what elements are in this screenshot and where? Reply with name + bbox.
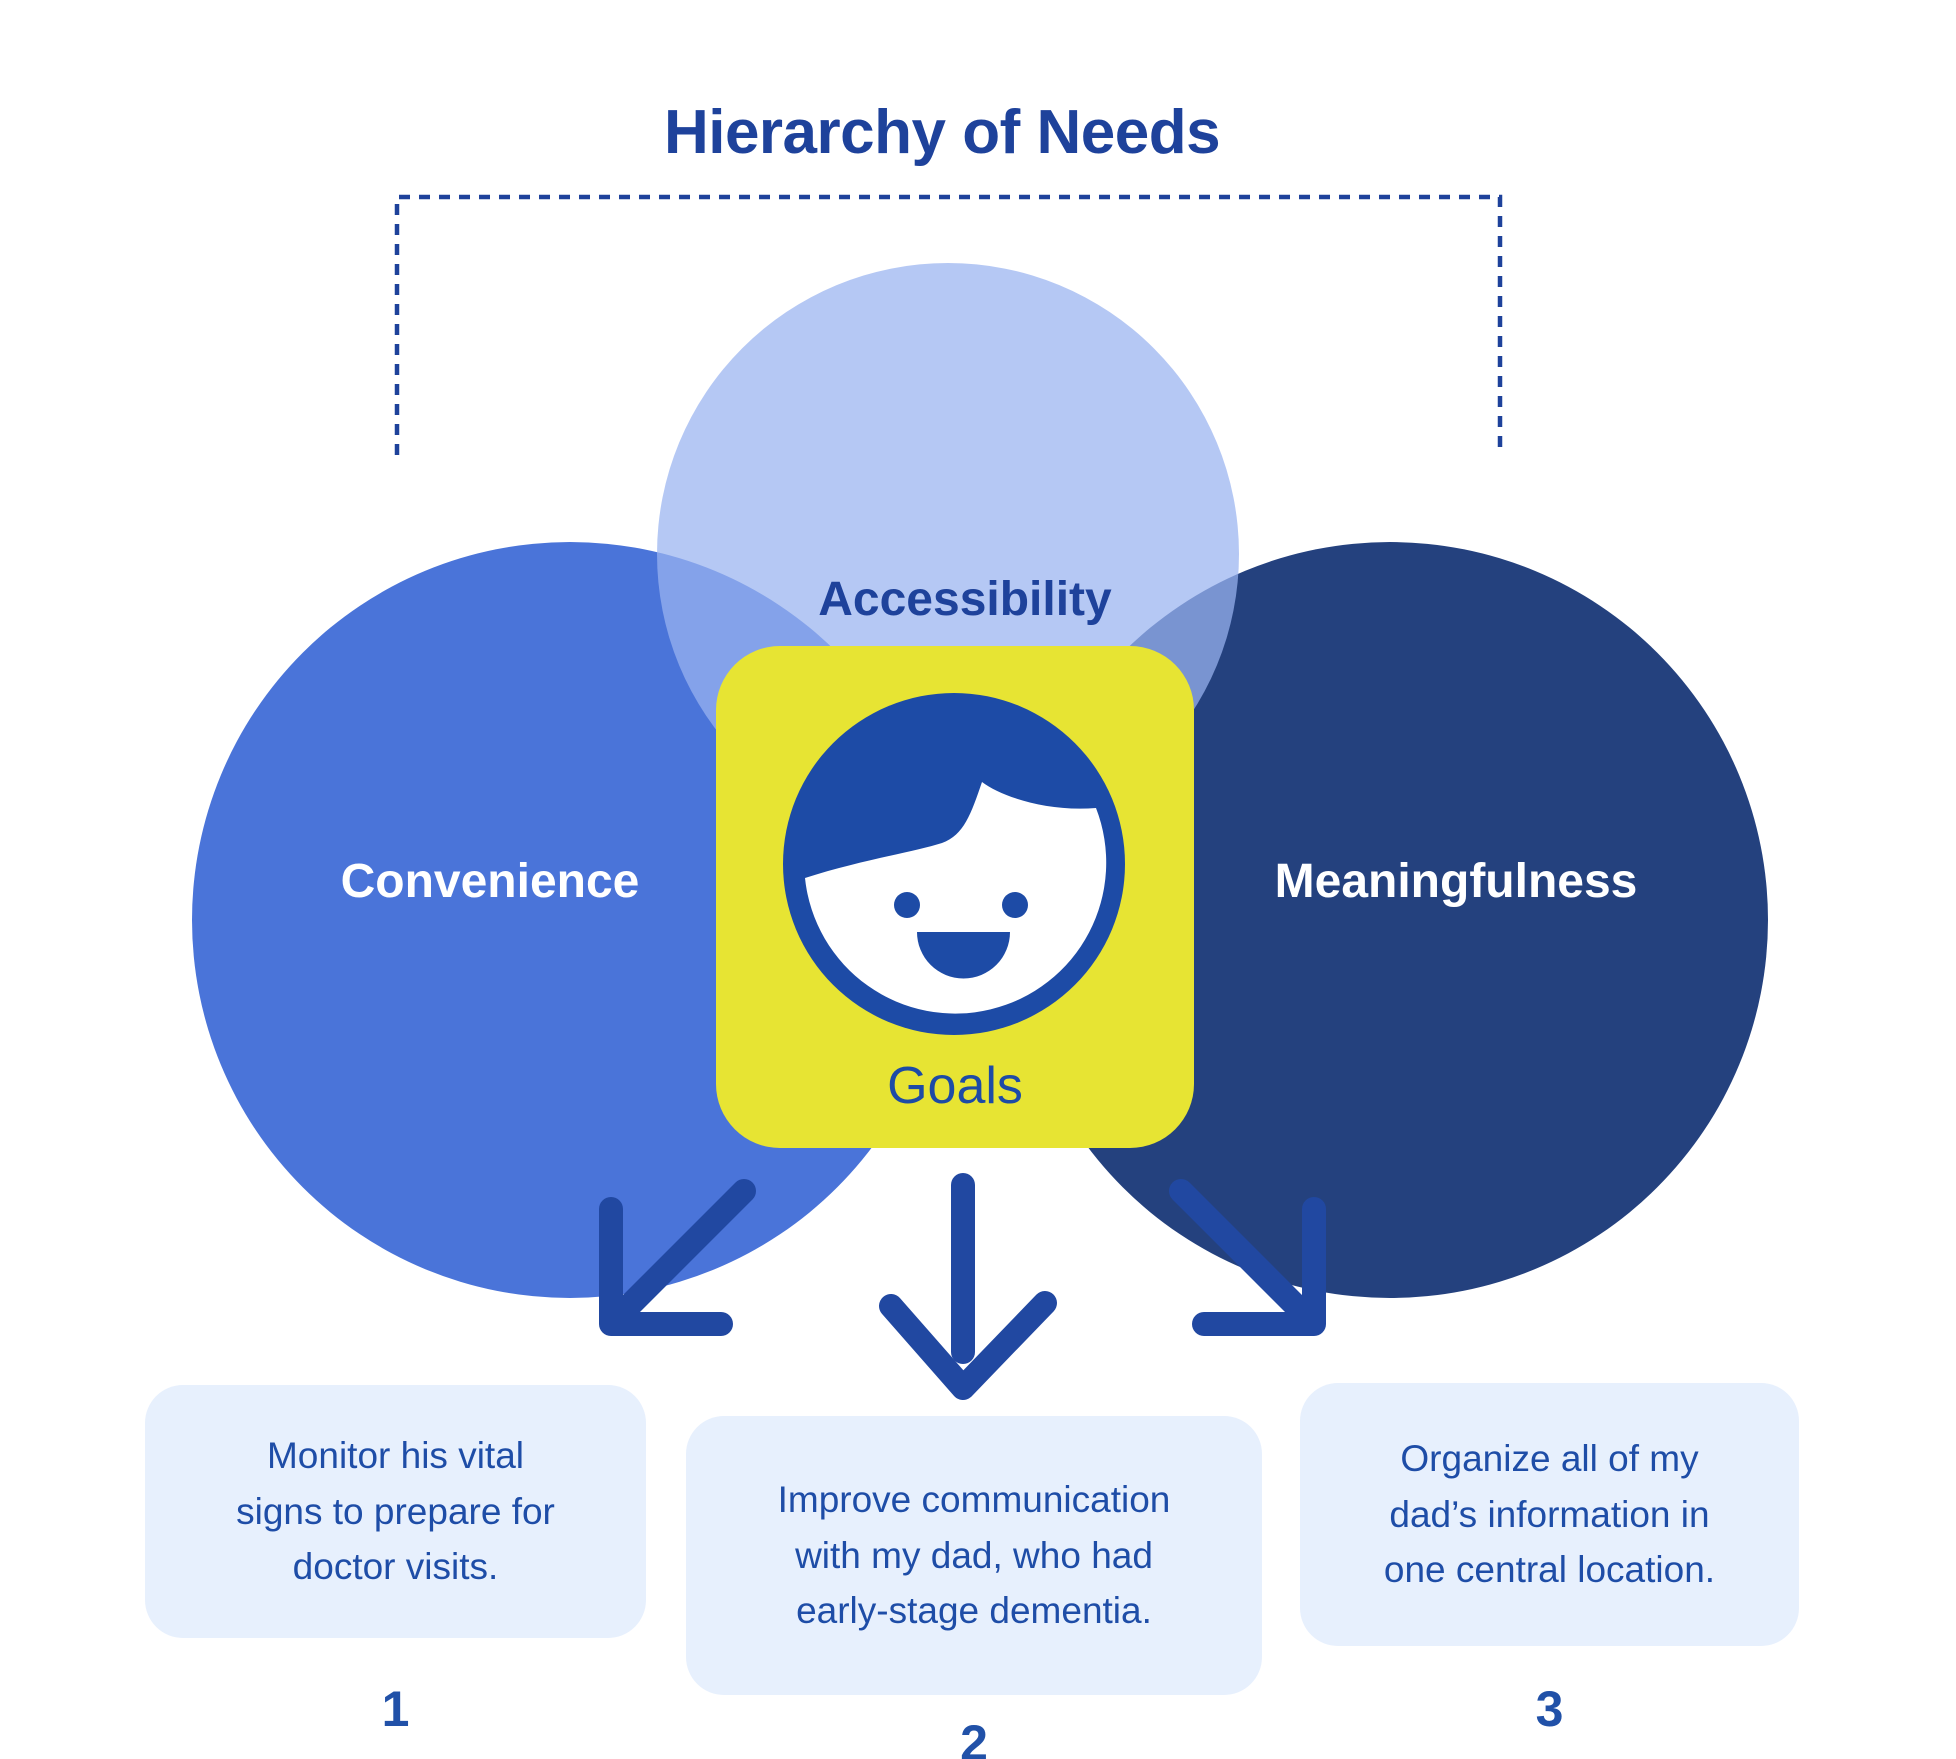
goal-box-1: Monitor his vital signs to prepare for d… [145,1385,646,1638]
goal-number-3: 3 [1535,1681,1564,1737]
page-title: Hierarchy of Needs [663,98,1221,167]
goal-text-2: Improve communication with my dad, who h… [777,1479,1171,1632]
goal-number-1: 1 [381,1681,410,1737]
venn-label-meaningfulness: Meaningfulness [1274,855,1638,908]
venn-circle-meaningfulness [1012,542,1768,1298]
arrow-down-right-icon [1169,1179,1326,1336]
goals-card: Goals [716,646,1194,1148]
goal-number-2: 2 [960,1715,988,1759]
arrow-down-icon [879,1173,1057,1400]
goal-text-1: Monitor his vital signs to prepare for d… [236,1435,555,1588]
arrow-down-left-icon [599,1179,756,1336]
goal-text-3: Organize all of my dad’s information in … [1383,1438,1716,1591]
venn-label-accessibility: Accessibility [818,573,1112,626]
goal-box-3: Organize all of my dad’s information in … [1300,1383,1799,1646]
goals-card-label: Goals [887,1057,1023,1115]
goal-box-2: Improve communication with my dad, who h… [686,1416,1262,1695]
dotted-bracket [394,194,1503,455]
smiling-face-icon [783,693,1125,1035]
venn-label-convenience: Convenience [340,855,640,908]
